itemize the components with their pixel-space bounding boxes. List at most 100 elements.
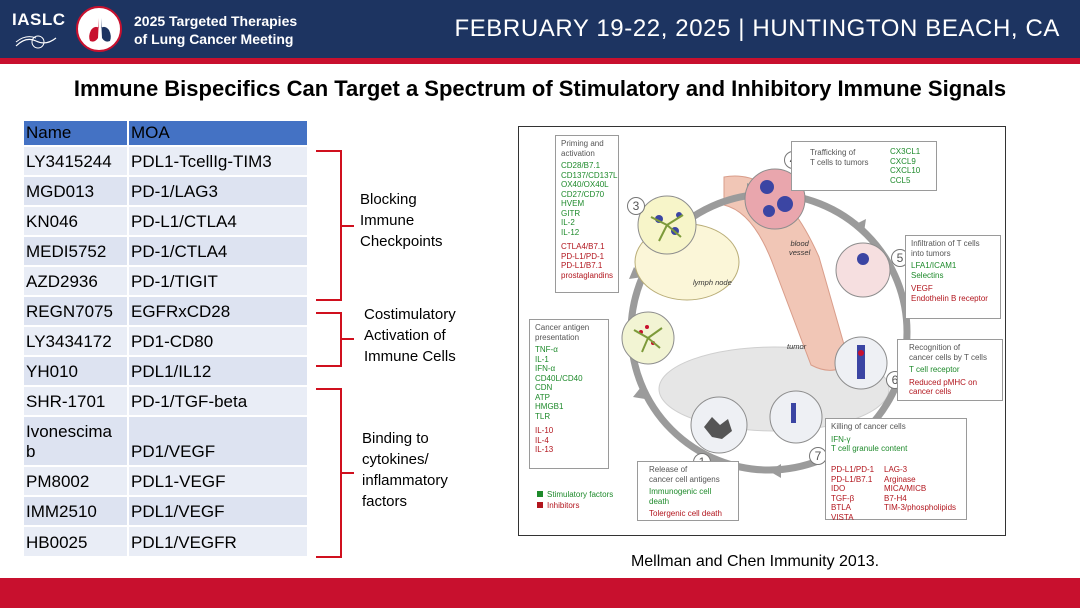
drug-moa: PDL1/IL12 <box>128 355 309 386</box>
slide-title: Immune Bispecifics Can Target a Spectrum… <box>73 76 1007 101</box>
heading-line: Trafficking of <box>810 148 856 157</box>
t-cell-infiltration <box>835 242 891 298</box>
cancer-immunity-cycle-figure: 3 4 5 6 7 1 2 lymph node blood vessel tu… <box>518 126 1006 536</box>
stimulatory-factor: CX3CL1 <box>890 147 921 156</box>
lymph-node-label: lymph node <box>693 278 732 287</box>
table-header-row: Name MOA <box>24 121 309 146</box>
group-label-blocking: Blocking Immune Checkpoints <box>360 189 443 252</box>
box-heading: Trafficking of T cells to tumors <box>810 148 884 167</box>
box-heading: Priming and activation <box>561 139 613 158</box>
drug-moa: PD-1/TIGIT <box>128 265 309 296</box>
heading-line: Recognition of <box>909 343 961 352</box>
stimulatory-factor: IL-1 <box>535 354 549 364</box>
group-label-line: Blocking <box>360 191 417 208</box>
dendrite-shape <box>650 214 684 242</box>
stimulatory-factor: CDN <box>535 383 553 392</box>
stimulatory-factor: HMGB1 <box>535 402 564 411</box>
box-heading: Release of cancer cell antigens <box>649 465 733 484</box>
lung-icon <box>89 18 111 42</box>
stimulatory-factor: CD40L/CD40 <box>535 373 583 383</box>
column-header-moa: MOA <box>128 121 309 146</box>
stimulatory-factor: ATP <box>535 392 550 402</box>
bracket-binding <box>316 388 342 558</box>
org-logo-text: IASLC <box>12 10 66 29</box>
stimulatory-factor: TLR <box>535 411 551 421</box>
drug-name: PM8002 <box>24 465 129 496</box>
inhibitory-factor: TIM-3/phospholipids <box>884 503 957 512</box>
heading-line: Release of <box>649 465 688 474</box>
heading-line: Cancer antigen <box>535 323 590 332</box>
drug-name: IMM2510 <box>24 495 129 526</box>
stimulatory-factor: Selectins <box>911 270 944 280</box>
legend-label: Inhibitors <box>547 501 580 510</box>
killing-box: Killing of cancer cells IFN-γ T cell gra… <box>825 418 967 522</box>
heading-line: Infiltration of T cells <box>911 239 980 248</box>
drug-name: LY3434172 <box>24 325 129 356</box>
stimulatory-factor: LFA1/ICAM1 <box>911 261 957 270</box>
drug-moa: PD-1/TGF-beta <box>128 385 309 416</box>
bracket-tick <box>342 225 354 227</box>
inhibitory-factor: LAG-3 <box>884 465 908 474</box>
presentation-box: Cancer antigen presentation TNF-α IL-1 I… <box>529 319 609 469</box>
bracket-costim <box>316 312 342 367</box>
stimulatory-factor: IFN-α <box>535 364 556 373</box>
group-label-line: cytokines/ <box>362 451 429 468</box>
heading-line: T cells to tumors <box>810 157 869 167</box>
step-number-3: 3 <box>627 197 645 215</box>
blood-vessel-label: blood vessel <box>789 239 810 257</box>
blood-vessel-label-line: vessel <box>789 248 811 257</box>
heading-line: Priming and <box>561 139 604 148</box>
drug-moa: PD-1/LAG3 <box>128 175 309 206</box>
heading-line: activation <box>561 148 595 158</box>
legend-item-stimulatory: Stimulatory factors <box>537 489 613 500</box>
drug-name: REGN7075 <box>24 295 129 326</box>
red-square-icon <box>537 502 543 508</box>
inhibitory-factor: PD-L1/B7.1 <box>831 474 873 484</box>
group-label-line: Immune Cells <box>364 348 456 365</box>
blood-vessel-label-line: blood <box>790 239 809 248</box>
stimulatory-factor: HVEM <box>561 199 585 208</box>
inhibitory-factor: TGF-β <box>831 493 855 503</box>
drug-name: MGD013 <box>24 175 129 206</box>
group-label-line: Checkpoints <box>360 233 443 250</box>
release-box: Release of cancer cell antigens Immunoge… <box>637 461 739 521</box>
infiltration-box: Infiltration of T cells into tumors LFA1… <box>905 235 1001 319</box>
inhibitory-factor: Arginase <box>884 474 916 484</box>
stimulatory-factor: T cell receptor <box>909 365 960 374</box>
inhibitory-factor: prostaglandins <box>561 270 614 280</box>
group-label-line: Binding to <box>362 430 429 447</box>
inhibitory-factor: Reduced pMHC on cancer cells <box>909 377 978 397</box>
stimulatory-factor: T cell granule content <box>831 444 908 453</box>
header-banner: IASLC 2025 Targeted Therapies of Lung Ca… <box>0 0 1080 58</box>
drug-name: SHR-1701 <box>24 385 129 416</box>
stimulatory-factor: IFN-γ <box>831 434 851 444</box>
conference-title-line2: of Lung Cancer Meeting <box>134 31 294 47</box>
group-label-line: inflammatory <box>362 472 448 489</box>
group-label-line: Activation of <box>364 327 446 344</box>
inhibitory-factor: VISTA <box>831 512 854 522</box>
drug-moa: EGFRxCD28 <box>128 295 309 326</box>
heading-line: cancer cell antigens <box>649 474 720 484</box>
inhibitory-factor: PD-L1/B7.1 <box>561 261 603 270</box>
inhibitory-factor: IDO <box>831 484 846 493</box>
tumor-label: tumor <box>787 342 807 351</box>
box-heading: Killing of cancer cells <box>831 422 906 431</box>
group-label-costim: Costimulatory Activation of Immune Cells <box>364 304 456 367</box>
inhibitory-factor: IL-10 <box>535 426 554 435</box>
drug-moa: PDL1-VEGF <box>128 465 309 496</box>
figure-legend: Stimulatory factors Inhibitors <box>537 489 613 511</box>
drug-name: YH010 <box>24 355 129 386</box>
stimulatory-factor: IL-2 <box>561 218 575 227</box>
inhibitory-factor: Tolergenic cell death <box>649 509 722 518</box>
legend-item-inhibitors: Inhibitors <box>537 500 613 511</box>
trafficking-box: Trafficking of T cells to tumors CX3CL1 … <box>791 141 937 191</box>
stimulatory-factor: OX40/OX40L <box>561 180 609 189</box>
drug-moa: PDL1-TcellIg-TIM3 <box>128 145 309 176</box>
cycle-illustration <box>621 168 911 478</box>
header-divider <box>0 58 1080 64</box>
